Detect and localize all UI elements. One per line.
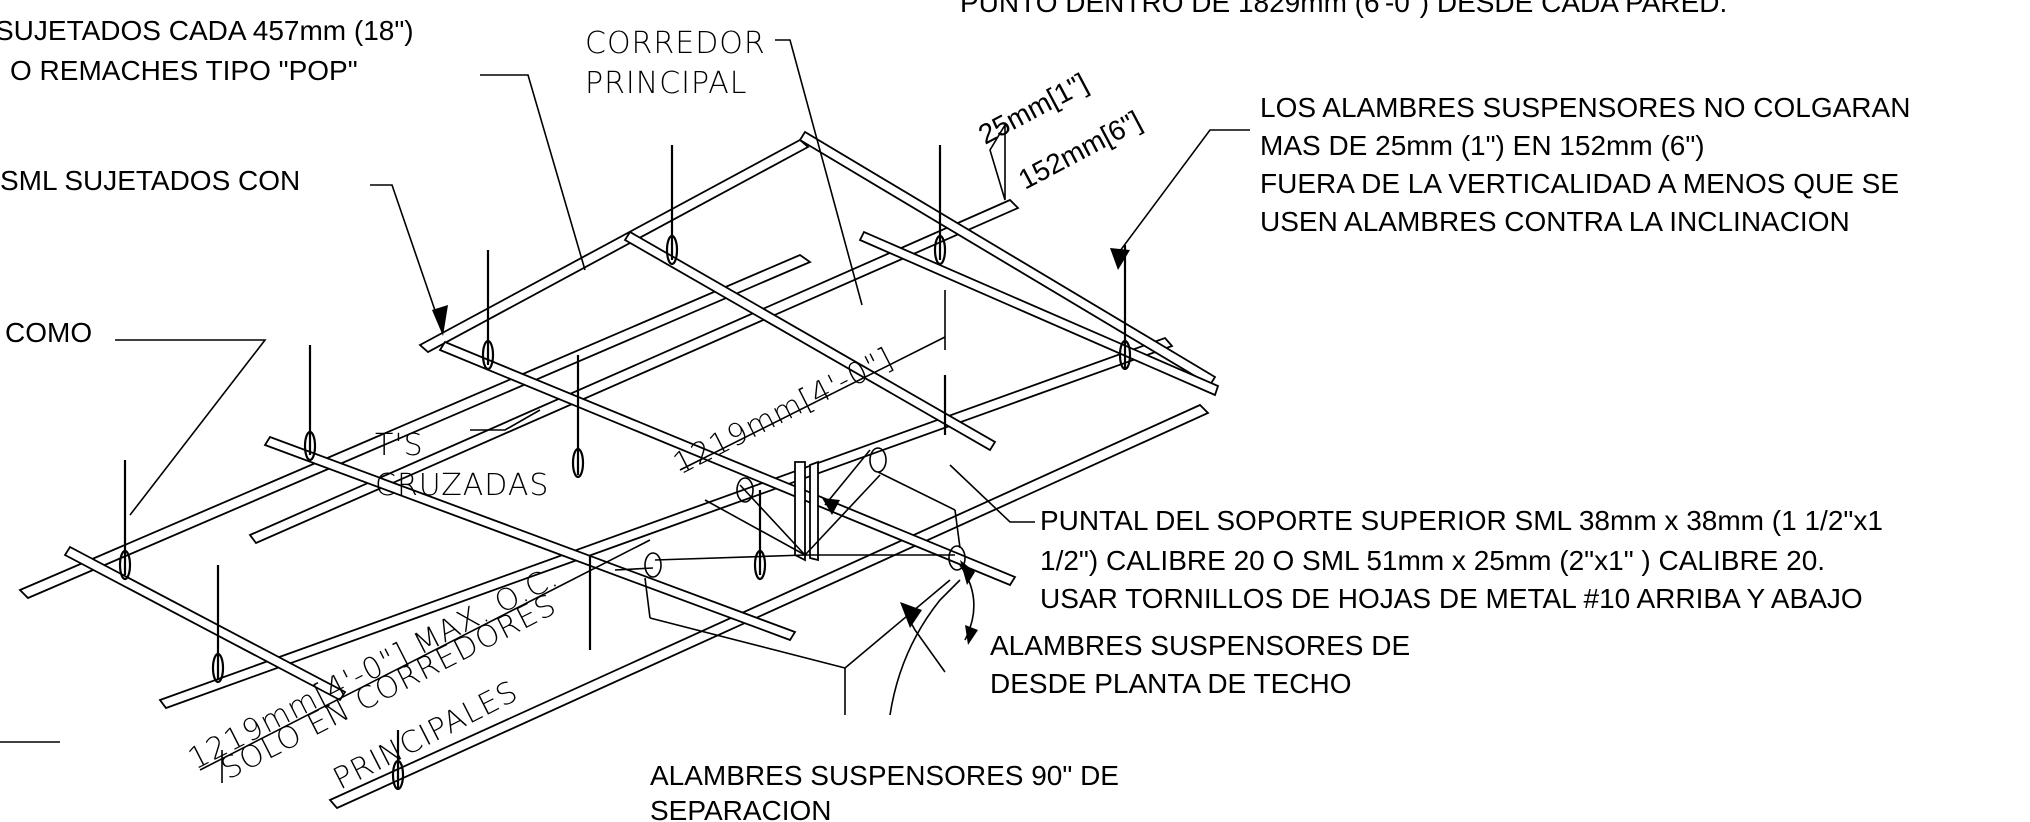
runner-back <box>418 138 810 354</box>
cross-tees <box>63 130 1220 702</box>
label-wires-deck-2: DESDE PLANTA DE TECHO <box>990 668 1352 699</box>
cross-tee-4 <box>623 230 997 452</box>
cross-tee-6 <box>858 230 1220 397</box>
label-strut-3: USAR TORNILLOS DE HOJAS DE METAL #10 ARR… <box>1040 583 1863 614</box>
runner-front <box>18 253 812 600</box>
label-main-runner-1: CORREDOR <box>585 26 766 61</box>
label-dim-4ft: 1219mm[4'-0"] <box>668 341 900 482</box>
label-plumb-3: FUERA DE LA VERTICALIDAD A MENOS QUE SE <box>1260 168 1899 199</box>
label-top-clip: PUNTO DENTRO DE 1829mm (6'-0") DESDE CAD… <box>960 0 1727 18</box>
main-runners <box>18 138 1210 810</box>
label-tl2: O REMACHES TIPO "POP" <box>10 55 358 86</box>
label-plumb-1: LOS ALAMBRES SUSPENSORES NO COLGARAN <box>1260 92 1910 123</box>
cross-tee-5 <box>798 130 1217 387</box>
label-tl1: SUJETADOS CADA 457mm (18") <box>0 15 414 46</box>
leader-lines <box>0 39 1250 743</box>
label-cross-tees-2: CRUZADAS <box>375 468 549 503</box>
label-strut-2: 1/2") CALIBRE 20 O SML 51mm x 25mm (2"x1… <box>1040 545 1825 576</box>
label-main-runner-2: PRINCIPAL <box>585 66 747 101</box>
cross-tee-2 <box>263 435 797 642</box>
hanger-wires <box>118 145 1132 791</box>
label-cross-tees-1: T'S <box>375 428 424 463</box>
cross-tee-3 <box>438 340 1017 587</box>
label-plumb-4: USEN ALAMBRES CONTRA LA INCLINACION <box>1260 206 1850 237</box>
label-wires-deck-1: ALAMBRES SUSPENSORES DE <box>990 630 1410 661</box>
label-tl3: SML SUJETADOS CON <box>0 165 300 196</box>
annotation-text: PUNTO DENTRO DE 1829mm (6'-0") DESDE CAD… <box>0 0 1910 822</box>
label-strut-1: PUNTAL DEL SOPORTE SUPERIOR SML 38mm x 3… <box>1040 505 1883 536</box>
label-wires-sep-2: SEPARACION <box>650 795 832 822</box>
compression-strut <box>614 447 966 716</box>
cross-tee-1 <box>63 545 347 702</box>
label-plumb-2: MAS DE 25mm (1") EN 152mm (6") <box>1260 130 1705 161</box>
runner-main-mid <box>158 336 1174 710</box>
label-wires-sep-1: ALAMBRES SUSPENSORES 90" DE <box>650 760 1119 791</box>
label-tl4: COMO <box>5 317 92 348</box>
dimension-lines <box>199 122 1006 783</box>
